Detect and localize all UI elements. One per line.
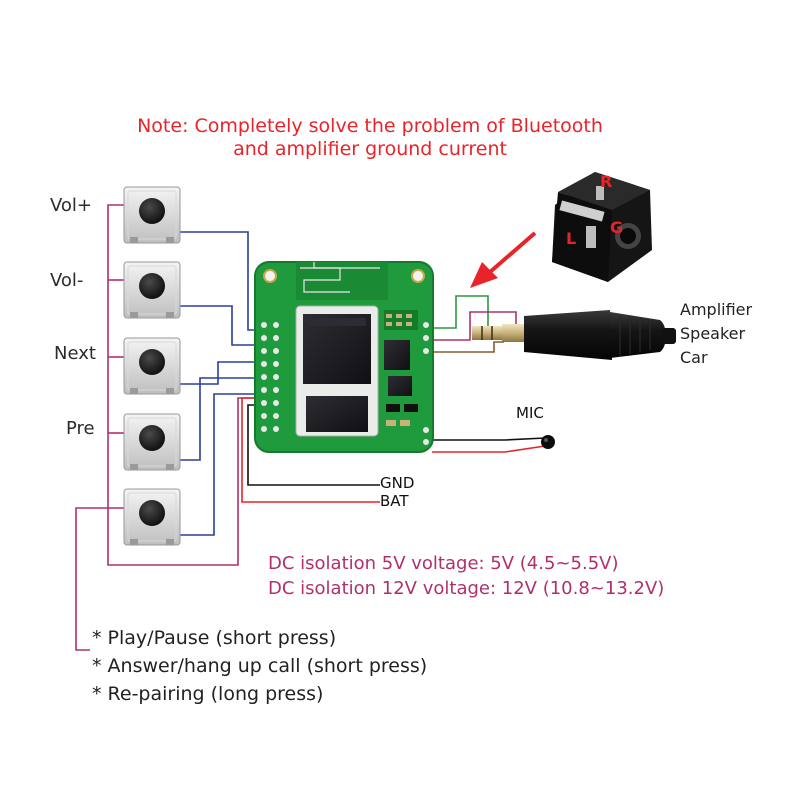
next-label: Next bbox=[54, 343, 96, 364]
note-line-1: Note: Completely solve the problem of Bl… bbox=[137, 115, 603, 137]
arrow-icon bbox=[470, 231, 537, 288]
note-line-2: and amplifier ground current bbox=[233, 138, 507, 160]
jack-letter-r: R bbox=[600, 172, 613, 191]
audio-wire-magenta bbox=[432, 311, 517, 341]
mic-label: MIC bbox=[516, 404, 544, 422]
mic-capsule bbox=[541, 435, 555, 449]
jack-letter-l: L bbox=[566, 229, 577, 248]
jack-letter-g: G bbox=[610, 218, 624, 237]
audio-jack-socket bbox=[552, 172, 652, 282]
gnd-label: GND bbox=[380, 474, 415, 492]
mic-wire-red bbox=[432, 445, 546, 453]
output-amplifier: Amplifier bbox=[680, 300, 753, 319]
function-re-pairing: * Re-pairing (long press) bbox=[92, 683, 324, 705]
dc-12v-spec: DC isolation 12V voltage: 12V (10.8~13.2… bbox=[268, 578, 665, 599]
vol-up-label: Vol+ bbox=[50, 195, 93, 216]
bluetooth-pcb bbox=[254, 261, 434, 453]
audio-plug bbox=[472, 310, 676, 360]
function-play-pause: * Play/Pause (short press) bbox=[92, 627, 337, 649]
button-signal-wires bbox=[180, 231, 262, 536]
tact-switches bbox=[123, 186, 181, 546]
output-speaker: Speaker bbox=[680, 324, 746, 343]
pre-label: Pre bbox=[66, 418, 95, 439]
audio-wire-brown bbox=[432, 341, 504, 353]
audio-wire-green bbox=[432, 295, 500, 331]
mic-wire-black bbox=[432, 437, 546, 441]
output-car: Car bbox=[680, 348, 708, 367]
bat-wire bbox=[241, 397, 380, 503]
dc-5v-spec: DC isolation 5V voltage: 5V (4.5~5.5V) bbox=[268, 553, 619, 574]
bat-label: BAT bbox=[380, 492, 409, 510]
function-answer-call: * Answer/hang up call (short press) bbox=[92, 655, 428, 677]
vol-down-label: Vol- bbox=[50, 270, 84, 291]
